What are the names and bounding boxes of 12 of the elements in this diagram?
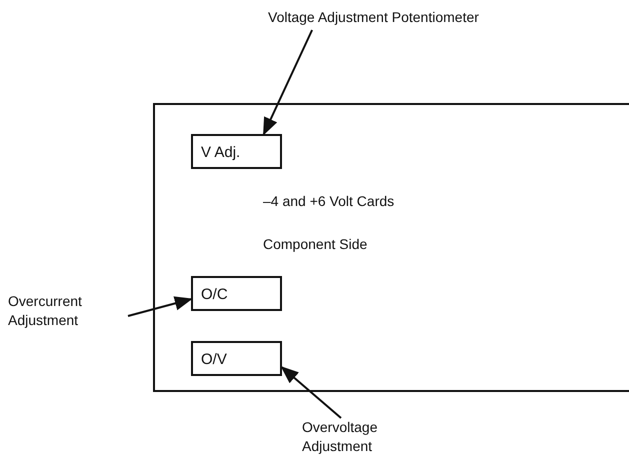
card-side-label: Component Side [263, 236, 368, 252]
adjustment-box: V Adj. [191, 134, 282, 169]
circuit-card-outline [153, 103, 629, 392]
adjustment-box: O/C [191, 276, 282, 311]
leader-arrow [262, 30, 313, 136]
callout-label: Voltage Adjustment Potentiometer [268, 8, 568, 30]
adjustment-box: O/V [191, 341, 282, 376]
leader-arrow [128, 296, 193, 317]
leader-arrow [280, 366, 342, 419]
card-title: –4 and +6 Volt Cards [263, 193, 394, 209]
callout-label: Overvoltage Adjustment [302, 418, 432, 458]
callout-label: Overcurrent Adjustment [8, 292, 128, 332]
